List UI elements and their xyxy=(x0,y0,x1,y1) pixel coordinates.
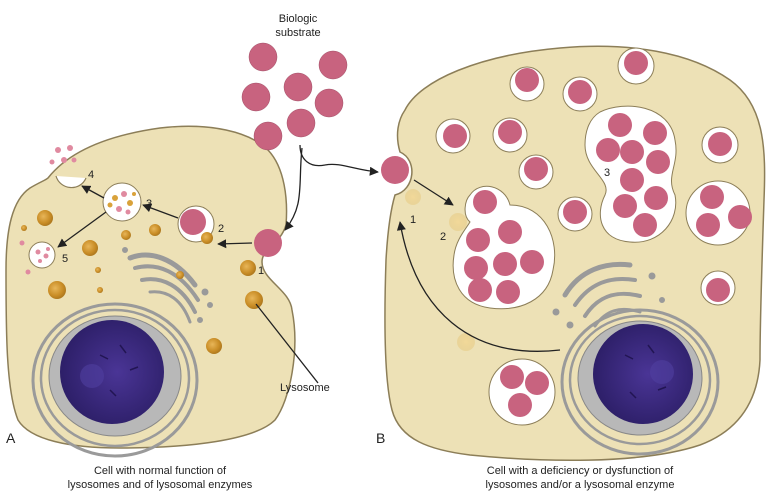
substrate-label-line2: substrate xyxy=(275,27,320,39)
panel-b-caption-line1: Cell with a deficiency or dysfunction of xyxy=(487,465,674,477)
panel-b-caption-line2: lysosomes and/or a lysosomal enzyme xyxy=(486,479,675,491)
substrate-label-line1: Biologic xyxy=(279,13,318,25)
cell-b-vesicle-three-right xyxy=(685,180,752,246)
cell-b-nucleus xyxy=(593,324,693,424)
cell-a-vesicle-5 xyxy=(19,240,56,275)
cell-a-vesicle-2 xyxy=(177,205,215,244)
cell-a-released-products xyxy=(49,145,77,165)
panel-a-caption-line1: Cell with normal function of xyxy=(94,465,227,477)
cell-b-step-3: 3 xyxy=(604,167,610,179)
panel-a-caption-line2: lysosomes and of lysosomal enzymes xyxy=(68,479,253,491)
substrate-cluster: Biologic substrate xyxy=(241,13,379,231)
cell-b-storage-vesicles xyxy=(435,47,739,306)
cell-a-step-5: 5 xyxy=(62,253,68,265)
cell-a-arrows xyxy=(57,185,319,384)
cell-b-nucleus-group xyxy=(560,308,720,456)
cell-a-vesicle-3 xyxy=(102,182,142,222)
cell-b-substrate-entering xyxy=(381,156,409,184)
cell-a-step-4: 4 xyxy=(88,169,94,181)
cell-b-arrows xyxy=(396,179,561,352)
panel-a-letter: A xyxy=(6,430,16,446)
cell-a-step-3: 3 xyxy=(146,198,152,210)
cell-a: 1 2 3 4 5 Lysosome xyxy=(5,125,330,458)
cell-b-vesicle-three-bottom xyxy=(488,358,556,426)
lysosome-label: Lysosome xyxy=(280,382,330,394)
cell-b-step-1: 1 xyxy=(410,214,416,226)
cell-a-substrate-entering xyxy=(254,229,282,257)
cell-b: 1 2 3 xyxy=(381,45,766,462)
cell-b-large-vesicle-2 xyxy=(452,185,556,310)
cell-b-large-vesicle-3 xyxy=(584,105,677,243)
cell-b-step-2: 2 xyxy=(440,231,446,243)
cell-b-step-numbers: 1 2 3 xyxy=(410,167,610,243)
cell-a-step-numbers: 1 2 3 4 5 xyxy=(62,169,264,277)
cell-a-lysosomes xyxy=(21,210,263,354)
cell-a-step-1: 1 xyxy=(258,265,264,277)
cell-a-golgi xyxy=(122,247,213,324)
cell-a-step-2: 2 xyxy=(218,223,224,235)
cell-a-nucleus-group xyxy=(31,302,199,458)
panel-b-letter: B xyxy=(376,430,385,446)
cell-a-nucleus xyxy=(60,320,164,424)
